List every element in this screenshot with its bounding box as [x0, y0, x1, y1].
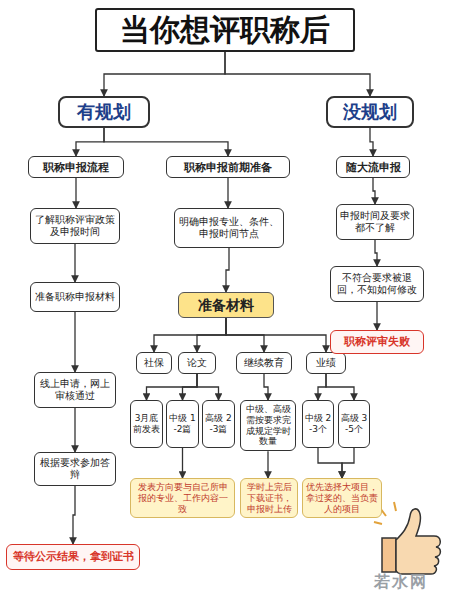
node-text: 职称申报前期准备: [184, 161, 272, 174]
node-text: 职称申报流程: [43, 161, 109, 174]
material-box: 准备材料: [178, 292, 274, 318]
connector: [370, 128, 373, 156]
node-text: 随大流申报: [346, 161, 401, 174]
node-text: 没规划: [343, 101, 397, 123]
process-box: 明确申报专业、条件、申报时间节点: [174, 208, 284, 248]
process-box: 线上申请，网上审核通过: [34, 372, 116, 408]
process-box: 不符合要求被退回，不知如何修改: [330, 266, 424, 302]
connector: [73, 486, 75, 544]
node-text: 准备材料: [198, 297, 254, 314]
connector: [226, 248, 229, 292]
connector: [197, 374, 219, 400]
detail-box: 中级 1-2篇: [166, 400, 199, 448]
connector: [267, 451, 268, 478]
connector: [375, 240, 377, 266]
connector: [373, 178, 375, 204]
connector: [104, 52, 225, 96]
node-text: 不符合要求被退回，不知如何修改: [334, 272, 420, 296]
detail-box: 高级 2-3篇: [202, 400, 235, 448]
connector: [74, 408, 75, 452]
connector: [147, 374, 198, 400]
connector: [342, 448, 354, 478]
node-text: 业绩: [316, 357, 336, 369]
connector: [75, 178, 76, 208]
item-box: 业绩: [306, 352, 346, 374]
result-box: 等待公示结果，拿到证书: [6, 544, 140, 570]
detail-box: 3月底前发表: [130, 400, 163, 448]
process-box: 随大流申报: [336, 156, 410, 178]
connector: [76, 128, 104, 156]
item-box: 继续教育: [236, 352, 292, 374]
connector: [326, 374, 354, 400]
connector: [376, 302, 377, 330]
note-box: 优先选择大项目，拿过奖的、当负责人的项目: [302, 478, 382, 518]
process-box: 申报时间及要求都不了解: [336, 204, 414, 240]
node-text: 高级 3-5个: [340, 413, 368, 435]
connector: [74, 312, 75, 372]
connector: [226, 318, 326, 352]
node-text: 申报时间及要求都不了解: [340, 210, 410, 234]
node-text: 社保: [144, 357, 164, 369]
note-box: 学时上完后下载证书，申报时上传: [240, 478, 298, 518]
detail-box: 中级 2-3个: [302, 400, 334, 448]
connector: [104, 128, 228, 156]
node-text: 优先选择大项目，拿过奖的、当负责人的项目: [306, 482, 378, 514]
item-box: 社保: [136, 352, 172, 374]
node-text: 有规划: [77, 101, 131, 123]
branch-box: 有规划: [58, 96, 150, 128]
connector: [154, 318, 226, 352]
thumbs-up-hand: [374, 502, 440, 574]
node-text: 中级 1-2篇: [168, 413, 197, 435]
connector: [197, 318, 226, 352]
branch-box: 没规划: [326, 96, 414, 128]
node-text: 当你想评职称后: [120, 12, 330, 48]
connector: [264, 374, 268, 400]
node-text: 职称评审失败: [344, 335, 410, 348]
node-text: 根据要求参加答辩: [38, 457, 112, 481]
node-text: 3月底前发表: [132, 413, 161, 435]
connector: [182, 448, 183, 478]
watermark: 若水网: [374, 572, 428, 593]
node-text: 继续教育: [244, 357, 284, 369]
note-box: 发表方向要与自己所申报的专业、工作内容一致: [130, 478, 235, 518]
detail-box: 高级 3-5个: [338, 400, 370, 448]
node-text: 中级、高级需按要求完成规定学时数量: [242, 404, 294, 447]
connector: [227, 178, 228, 208]
connector: [225, 52, 370, 96]
node-text: 等待公示结果，拿到证书: [13, 550, 134, 563]
process-box: 职称申报流程: [28, 156, 124, 178]
node-text: 学时上完后下载证书，申报时上传: [244, 482, 294, 514]
node-text: 明确申报专业、条件、申报时间节点: [178, 216, 280, 240]
process-box: 根据要求参加答辩: [34, 452, 116, 486]
connector: [74, 244, 75, 282]
process-box: 了解职称评审政策及申报时间: [30, 208, 120, 244]
result-box: 职称评审失败: [330, 330, 424, 354]
connector: [318, 374, 326, 400]
detail-box: 中级、高级需按要求完成规定学时数量: [240, 400, 296, 451]
node-text: 论文: [187, 357, 207, 369]
process-box: 准备职称申报材料: [30, 282, 120, 312]
node-text: 线上申请，网上审核通过: [38, 378, 112, 402]
node-text: 中级 2-3个: [304, 413, 332, 435]
node-text: 高级 2-3篇: [204, 413, 233, 435]
node-text: 发表方向要与自己所申报的专业、工作内容一致: [134, 482, 231, 514]
connector: [183, 374, 198, 400]
node-text: 了解职称评审政策及申报时间: [34, 214, 116, 238]
node-text: 准备职称申报材料: [35, 291, 115, 303]
process-box: 职称申报前期准备: [166, 156, 290, 178]
title-box: 当你想评职称后: [95, 8, 355, 52]
connector: [318, 448, 342, 478]
item-box: 论文: [178, 352, 216, 374]
